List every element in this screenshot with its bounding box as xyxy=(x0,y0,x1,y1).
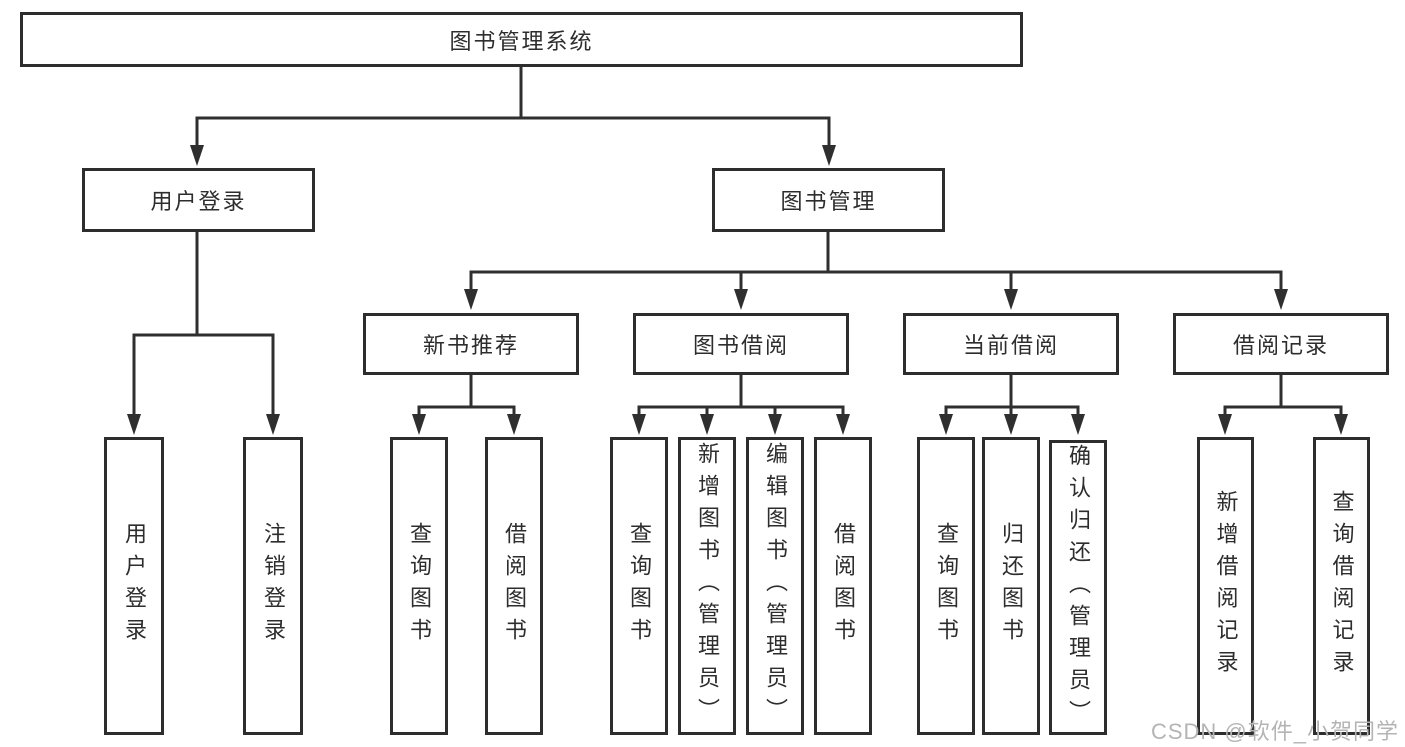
connector-current-borrow-to-leaves xyxy=(939,373,1085,435)
node-new-book-recommend: 新书推荐 xyxy=(363,313,579,375)
node-root-system: 图书管理系统 xyxy=(20,12,1023,67)
connector-borrow-records-to-leaves xyxy=(1218,373,1348,435)
connector-new-book-recommend-to-leaves xyxy=(412,373,521,435)
leaf-borrow-borrow-book: 借阅图书 xyxy=(814,437,872,735)
leaf-borrow-query-book: 查询图书 xyxy=(610,437,668,735)
node-user-login: 用户登录 xyxy=(82,168,315,232)
connector-book-borrow-to-leaves xyxy=(632,373,850,435)
leaf-logout: 注销登录 xyxy=(243,437,303,735)
leaf-records-add-record: 新增借阅记录 xyxy=(1197,437,1254,735)
leaf-newrec-query-book: 查询图书 xyxy=(390,437,448,735)
leaf-current-return-book: 归还图书 xyxy=(982,437,1040,735)
connector-root-to-level2 xyxy=(190,65,836,166)
leaf-records-query-record: 查询借阅记录 xyxy=(1313,437,1370,735)
leaf-current-query-book: 查询图书 xyxy=(917,437,975,735)
node-book-management: 图书管理 xyxy=(712,168,945,232)
connector-user-login-to-leaves xyxy=(127,230,280,435)
leaf-current-confirm-return-admin: 确认归还（管理员） xyxy=(1049,440,1107,735)
leaf-borrow-edit-book-admin: 编辑图书（管理员） xyxy=(746,437,804,735)
leaf-borrow-add-book-admin: 新增图书（管理员） xyxy=(678,437,736,735)
connector-book-management-to-level3 xyxy=(464,230,1288,310)
leaf-user-login: 用户登录 xyxy=(104,437,164,735)
node-borrow-records: 借阅记录 xyxy=(1173,313,1389,375)
node-current-borrow: 当前借阅 xyxy=(903,313,1119,375)
node-book-borrow: 图书借阅 xyxy=(633,313,849,375)
leaf-newrec-borrow-book: 借阅图书 xyxy=(485,437,543,735)
